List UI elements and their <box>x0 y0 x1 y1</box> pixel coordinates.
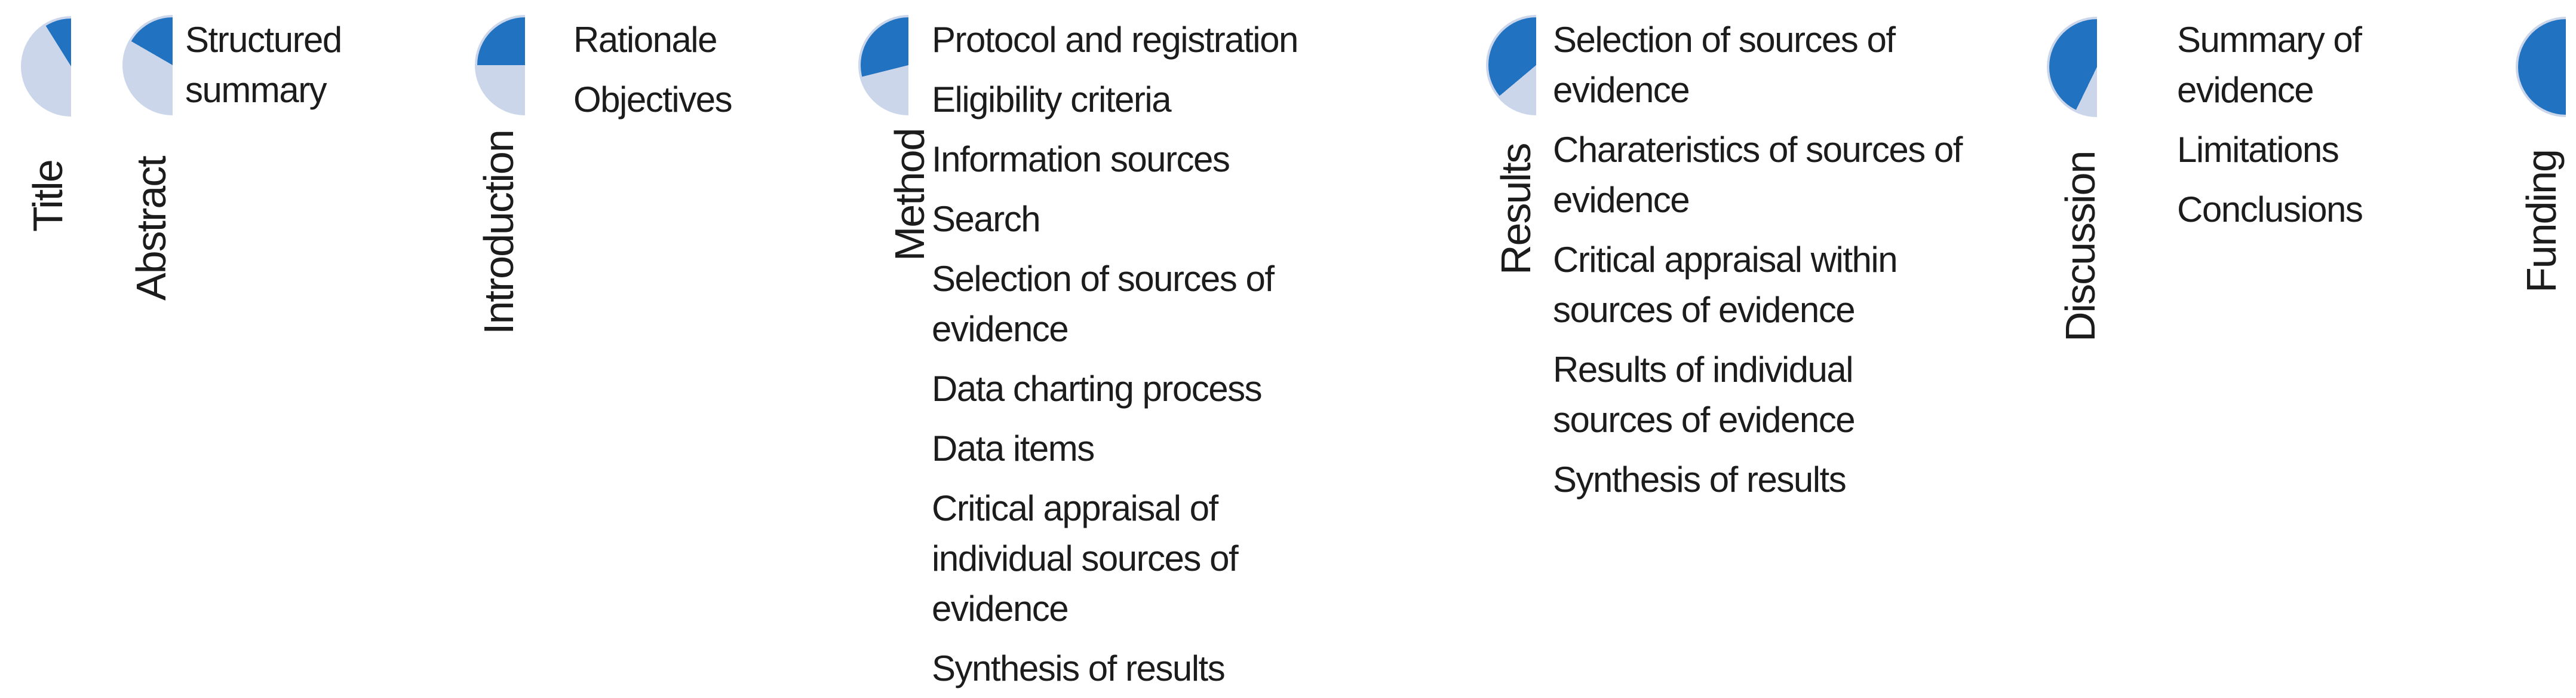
checklist-item-line: Information sources <box>932 139 1230 179</box>
progress-pie-icon <box>2516 17 2566 117</box>
checklist-item-line: Search <box>932 199 1041 239</box>
checklist-item: Charateristics of sources of evidence <box>1553 125 1963 225</box>
checklist-item: Limitations <box>2177 125 2362 175</box>
pie-filled-slice <box>1488 17 1536 113</box>
pie-filled-slice <box>861 17 908 113</box>
checklist-item-line: Data items <box>932 428 1095 469</box>
checklist-item: Summary of evidence <box>2177 15 2362 115</box>
checklist-item-line: summary <box>185 70 327 110</box>
item-list: Structured summary <box>185 15 342 125</box>
checklist-item: Structured summary <box>185 15 342 115</box>
pie-filled-slice <box>477 17 525 113</box>
checklist-item: Synthesis of results <box>1553 455 1962 505</box>
section-label: Introduction <box>475 130 522 335</box>
checklist-item-line: Selection of sources of <box>1553 20 1896 60</box>
pie-filled-slice <box>2049 19 2097 115</box>
checklist-item: Conclusions <box>2177 185 2363 235</box>
checklist-item-line: evidence <box>932 589 1069 629</box>
checklist-item: Synthesis of results <box>932 644 1298 694</box>
section-label: Abstract <box>128 157 174 301</box>
checklist-item-line: evidence <box>1553 70 1690 110</box>
checklist-item-line: Eligibility criteria <box>932 79 1172 120</box>
checklist-item-line: Synthesis of results <box>932 648 1226 688</box>
checklist-item-line: Rationale <box>573 20 718 60</box>
checklist-item-line: evidence <box>932 309 1069 349</box>
checklist-item-line: Data charting process <box>932 369 1263 409</box>
checklist-item: Protocol and registration <box>932 15 1298 65</box>
checklist-item: Rationale <box>573 15 732 65</box>
pie-filled-slice <box>2518 19 2566 115</box>
pie-filled-slice <box>23 19 71 114</box>
checklist-item: Selection of sources of evidence <box>932 254 1298 354</box>
progress-pie-icon <box>1486 15 1536 115</box>
pie-filled-slice <box>125 17 173 113</box>
checklist-item: Results of individual sources of evidence <box>1553 345 1962 445</box>
checklist-item-line: Summary of <box>2177 20 2362 60</box>
checklist-item-line: evidence <box>1553 180 1690 220</box>
checklist-item: Eligibility criteria <box>932 75 1298 125</box>
checklist-item-line: sources of evidence <box>1553 400 1856 440</box>
checklist-item: Information sources <box>932 134 1298 185</box>
checklist-item-line: evidence <box>2177 70 2314 110</box>
checklist-item-line: Selection of sources of <box>932 259 1275 299</box>
checklist-item: Data charting process <box>932 364 1298 414</box>
checklist-item-line: individual sources of <box>932 538 1239 578</box>
checklist-item: Search <box>932 194 1298 244</box>
checklist-item-line: Objectives <box>573 79 733 120</box>
checklist-item: Objectives <box>573 75 733 125</box>
section-label: Title <box>24 160 71 232</box>
progress-pie-icon <box>21 16 71 117</box>
section-label: Discussion <box>2057 151 2104 342</box>
checklist-item-line: Results of individual <box>1553 350 1854 390</box>
checklist-item-line: Conclusions <box>2177 189 2363 229</box>
section-label: Method <box>886 128 933 261</box>
checklist-item: Critical appraisal within sources of evid… <box>1553 235 1962 335</box>
progress-pie-icon <box>858 15 908 115</box>
section-label: Results <box>1493 143 1539 275</box>
checklist-item-line: Critical appraisal of <box>932 488 1218 528</box>
checklist-item-line: Charateristics of sources of <box>1553 130 1963 170</box>
checklist-item: Critical appraisal of individual sources … <box>932 483 1298 634</box>
checklist-item-line: Protocol and registration <box>932 20 1298 60</box>
checklist-item-line: Limitations <box>2177 130 2339 170</box>
checklist-item-line: Structured <box>185 20 342 60</box>
checklist-item-line: sources of evidence <box>1553 290 1856 330</box>
checklist-item: Selection of sources of evidence <box>1553 15 1962 115</box>
progress-pie-icon <box>122 15 173 115</box>
checklist-item: Data items <box>932 424 1298 474</box>
progress-pie-icon <box>475 15 525 115</box>
checklist-item-line: Synthesis of results <box>1553 460 1847 500</box>
checklist-item-line: Critical appraisal within <box>1553 240 1898 280</box>
progress-pie-icon <box>2047 17 2097 117</box>
section-label: Funding <box>2518 150 2565 293</box>
